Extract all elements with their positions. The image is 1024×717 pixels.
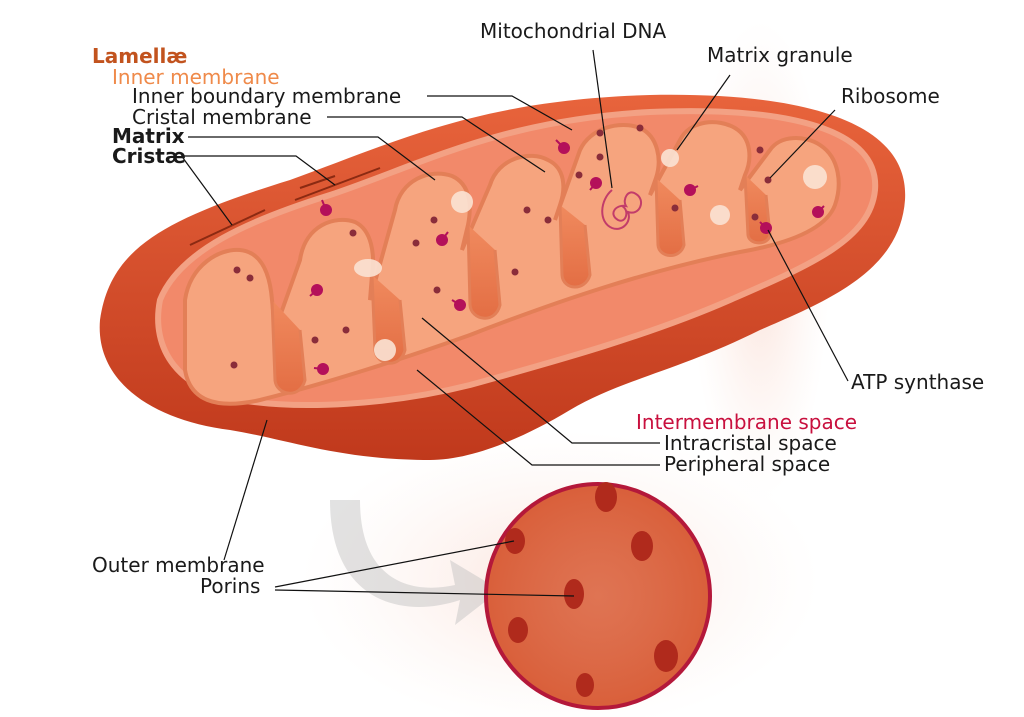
label-intracristal-space: Intracristal space xyxy=(664,431,837,455)
atp-synthase-particles xyxy=(309,139,825,375)
mitochondrial-dna-loop xyxy=(601,189,643,230)
label-porins: Porins xyxy=(200,574,260,598)
label-cristal-membrane: Cristal membrane xyxy=(132,105,312,129)
label-peripheral-space: Peripheral space xyxy=(664,452,830,476)
label-mitochondrial-dna: Mitochondrial DNA xyxy=(480,19,666,43)
label-matrix-granule: Matrix granule xyxy=(707,43,853,67)
label-inner-boundary-membrane: Inner boundary membrane xyxy=(132,84,401,108)
labels: Lamellæ Inner membrane Inner boundary me… xyxy=(92,19,984,598)
ribosomes xyxy=(230,124,772,369)
label-lamellae: Lamellæ xyxy=(92,44,187,68)
matrix-granules xyxy=(354,149,827,361)
lamellae-lines xyxy=(189,167,381,246)
porins-spots xyxy=(505,482,678,697)
label-matrix: Matrix xyxy=(112,124,185,148)
leader-lines xyxy=(182,49,849,597)
label-atp-synthase: ATP synthase xyxy=(851,370,984,394)
label-intermembrane-space: Intermembrane space xyxy=(636,410,857,434)
label-cristae: Cristæ xyxy=(112,144,186,168)
label-inner-membrane: Inner membrane xyxy=(112,65,280,89)
outer-membrane-zoom xyxy=(484,482,712,710)
label-ribosome: Ribosome xyxy=(841,84,940,108)
label-outer-membrane: Outer membrane xyxy=(92,553,265,577)
